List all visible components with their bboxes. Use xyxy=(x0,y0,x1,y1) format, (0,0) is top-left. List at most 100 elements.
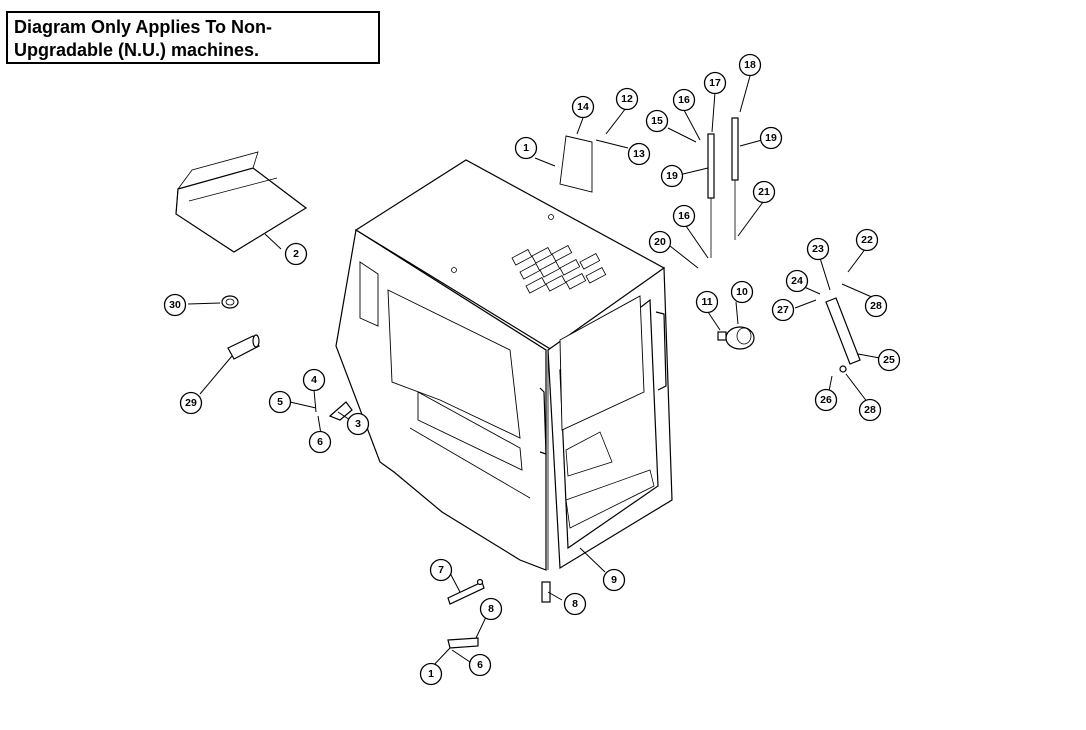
callout-label: 15 xyxy=(651,115,663,127)
callout-1: 1 xyxy=(419,662,443,686)
callout-25: 25 xyxy=(877,348,901,372)
callout-circle xyxy=(752,180,776,204)
side-screen-lower xyxy=(417,391,523,471)
callout-circle xyxy=(479,597,503,621)
clip-part xyxy=(541,581,551,603)
bracket-part xyxy=(328,401,353,421)
callout-label: 16 xyxy=(678,210,690,222)
callout-circle xyxy=(858,398,882,422)
callout-label: 20 xyxy=(654,236,666,248)
callout-label: 9 xyxy=(611,574,617,586)
callout-circle xyxy=(268,390,292,414)
callout-label: 4 xyxy=(311,374,317,386)
callout-13: 13 xyxy=(627,142,651,166)
callout-circle xyxy=(563,592,587,616)
clamp-part xyxy=(221,295,239,309)
callout-19: 19 xyxy=(759,126,783,150)
callout-label: 28 xyxy=(864,404,876,416)
callout-circle xyxy=(771,298,795,322)
callout-label: 26 xyxy=(820,394,832,406)
callout-label: 29 xyxy=(185,397,197,409)
callout-16: 16 xyxy=(672,88,696,112)
callout-circle xyxy=(814,388,838,412)
callout-5: 5 xyxy=(268,390,292,414)
callout-label: 28 xyxy=(870,300,882,312)
callout-circle xyxy=(602,568,626,592)
callout-20: 20 xyxy=(648,230,672,254)
callout-29: 29 xyxy=(179,391,203,415)
tube-part xyxy=(227,334,260,360)
callout-2: 2 xyxy=(284,242,308,266)
callout-label: 27 xyxy=(777,304,789,316)
callout-label: 25 xyxy=(883,354,895,366)
applicability-note: Diagram Only Applies To Non- Upgradable … xyxy=(6,11,380,64)
callout-label: 24 xyxy=(791,275,803,287)
callout-8: 8 xyxy=(479,597,503,621)
note-line-1: Diagram Only Applies To Non- xyxy=(14,17,273,37)
callout-14: 14 xyxy=(571,95,595,119)
callout-label: 8 xyxy=(572,598,578,610)
callout-18: 18 xyxy=(738,53,762,77)
callout-circle xyxy=(429,558,453,582)
callout-label: 3 xyxy=(355,418,361,430)
callout-circle xyxy=(284,242,308,266)
side-screen-upper xyxy=(387,289,521,439)
callout-circle xyxy=(571,95,595,119)
callout-circle xyxy=(514,136,538,160)
roof-vents xyxy=(451,214,607,294)
small-screen-part xyxy=(559,135,593,193)
callout-28: 28 xyxy=(858,398,882,422)
callout-17: 17 xyxy=(703,71,727,95)
callout-label: 10 xyxy=(736,286,748,298)
callout-1: 1 xyxy=(514,136,538,160)
callout-label: 1 xyxy=(523,142,529,154)
callout-26: 26 xyxy=(814,388,838,412)
callout-label: 8 xyxy=(488,603,494,615)
callout-circle xyxy=(308,430,332,454)
leader-lines xyxy=(187,75,881,669)
callouts: 1 1 2 3 4 5 6 6 7 8 8 9 10 11 12 13 14 1… xyxy=(163,53,901,686)
front-screen xyxy=(559,295,645,431)
callout-label: 19 xyxy=(765,132,777,144)
callout-circle xyxy=(645,109,669,133)
callout-circle xyxy=(695,290,719,314)
callout-label: 1 xyxy=(428,668,434,680)
callout-6: 6 xyxy=(468,653,492,677)
callout-21: 21 xyxy=(752,180,776,204)
callout-label: 23 xyxy=(812,243,824,255)
callout-circle xyxy=(759,126,783,150)
callout-22: 22 xyxy=(855,228,879,252)
callout-label: 2 xyxy=(293,248,299,260)
callout-circle xyxy=(179,391,203,415)
grab-handles xyxy=(539,311,667,455)
callout-circle xyxy=(738,53,762,77)
callout-circle xyxy=(877,348,901,372)
callout-label: 11 xyxy=(701,296,712,308)
callout-circle xyxy=(672,88,696,112)
callout-3: 3 xyxy=(346,412,370,436)
callout-label: 18 xyxy=(744,59,756,71)
callout-27: 27 xyxy=(771,298,795,322)
callout-23: 23 xyxy=(806,237,830,261)
callout-label: 7 xyxy=(438,564,444,576)
callout-circle xyxy=(660,164,684,188)
callout-label: 19 xyxy=(666,170,678,182)
light-assembly xyxy=(717,326,755,350)
callout-circle xyxy=(627,142,651,166)
callout-10: 10 xyxy=(730,280,754,304)
callout-circle xyxy=(864,294,888,318)
callout-circle xyxy=(648,230,672,254)
callout-label: 13 xyxy=(633,148,645,160)
callout-label: 17 xyxy=(709,77,721,89)
deflector-plate xyxy=(175,151,308,253)
link-rod xyxy=(825,297,861,373)
callout-label: 21 xyxy=(758,186,770,198)
callout-circle xyxy=(163,293,187,317)
side-screen-rear xyxy=(359,261,379,327)
callout-12: 12 xyxy=(615,87,639,111)
callout-circle xyxy=(730,280,754,304)
gas-struts xyxy=(707,117,739,258)
strap-part xyxy=(447,578,485,605)
callout-label: 22 xyxy=(861,234,873,246)
